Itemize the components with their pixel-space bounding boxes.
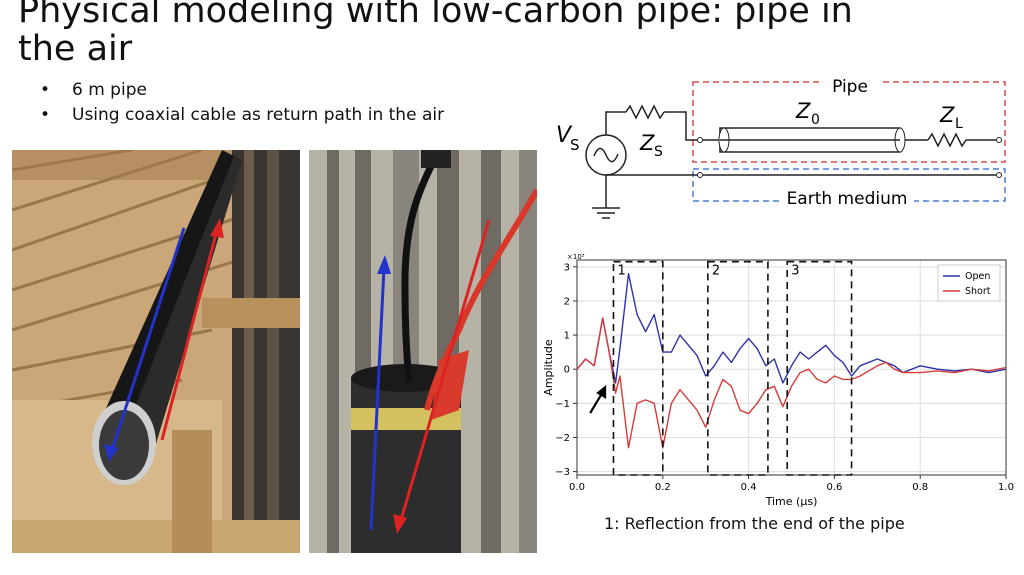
svg-text:0: 0 bbox=[811, 112, 820, 128]
earth-medium-label: Earth medium bbox=[787, 189, 908, 209]
photo-vertical-pipe bbox=[309, 150, 537, 553]
x-tick-label: 0.0 bbox=[569, 482, 585, 493]
y-tick-label: −3 bbox=[555, 467, 570, 478]
pipe-label: Pipe bbox=[832, 77, 868, 97]
annotation-box bbox=[786, 260, 853, 476]
y-tick-label: −2 bbox=[555, 433, 570, 444]
legend-entry: Short bbox=[965, 286, 991, 297]
annotation-label: 3 bbox=[791, 264, 799, 279]
y-tick-label: 1 bbox=[564, 331, 570, 342]
photo-pipe-on-scaffold bbox=[12, 150, 300, 553]
series-line-short bbox=[576, 317, 1007, 449]
svg-text:S: S bbox=[654, 144, 663, 160]
svg-text:Z: Z bbox=[639, 131, 655, 155]
x-axis-label: Time (μs) bbox=[765, 495, 818, 508]
svg-text:V: V bbox=[556, 123, 573, 148]
figure-caption: 1: Reflection from the end of the pipe bbox=[604, 514, 905, 533]
arrow-marker-icon bbox=[589, 392, 604, 414]
bullet-list: 6 m pipe Using coaxial cable as return p… bbox=[40, 78, 444, 128]
annotation-box bbox=[707, 260, 769, 476]
y-tick-label: 0 bbox=[564, 365, 570, 376]
x-tick-label: 1.0 bbox=[998, 482, 1014, 493]
slide-title: Physical modeling with low-carbon pipe: … bbox=[18, 0, 853, 69]
svg-text:Z: Z bbox=[939, 103, 955, 127]
svg-text:Z: Z bbox=[795, 99, 811, 123]
y-tick-label: 3 bbox=[564, 262, 570, 273]
bullet-item: Using coaxial cable as return path in th… bbox=[40, 103, 444, 128]
legend-entry: Open bbox=[965, 271, 990, 282]
y-multiplier: ×10³ bbox=[567, 253, 585, 261]
x-tick-label: 0.6 bbox=[826, 482, 842, 493]
arrow-marker-head-icon bbox=[596, 385, 607, 400]
y-tick-label: −1 bbox=[555, 399, 570, 410]
y-axis-label: Amplitude bbox=[542, 339, 555, 396]
x-tick-label: 0.2 bbox=[655, 482, 671, 493]
legend-box bbox=[937, 264, 1001, 302]
resistor-zs-icon bbox=[625, 104, 665, 120]
resistor-zl-icon bbox=[927, 132, 967, 148]
annotation-label: 1 bbox=[617, 264, 625, 279]
y-tick-label: 2 bbox=[564, 296, 570, 307]
annotation-box bbox=[612, 260, 664, 476]
svg-text:L: L bbox=[955, 116, 963, 132]
svg-text:S: S bbox=[570, 136, 580, 154]
bullet-item: 6 m pipe bbox=[40, 78, 444, 103]
x-tick-label: 0.4 bbox=[741, 482, 757, 493]
circuit-diagram: Pipe Earth medium V S Z S Z 0 Z L bbox=[548, 70, 1014, 230]
annotation-label: 2 bbox=[712, 264, 720, 279]
series-line-open bbox=[576, 273, 1007, 384]
x-tick-label: 0.8 bbox=[912, 482, 928, 493]
